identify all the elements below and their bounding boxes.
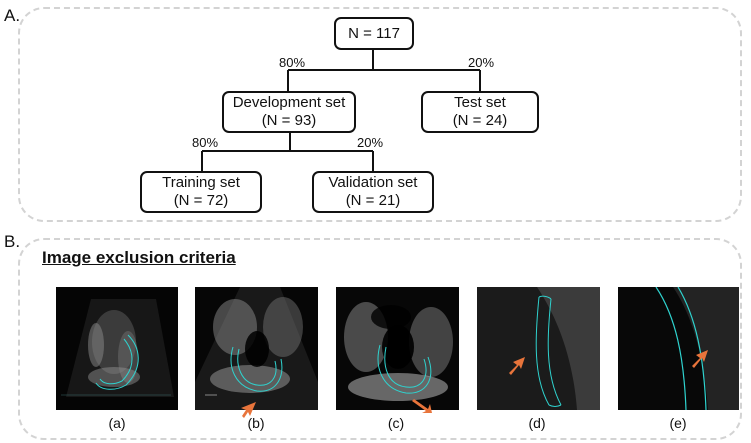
development-set-node: Development set (N = 93) [222,91,356,133]
echo-image-a-svg [56,287,178,410]
echo-image-b-svg [195,287,318,410]
arrow-icon-b [238,400,260,423]
pct-validation: 20% [357,135,384,150]
caption-a: (a) [108,415,126,431]
pct-test: 20% [468,55,495,70]
root-node-label: N = 117 [348,24,400,42]
test-set-title: Test set [454,94,506,111]
echo-image-d-svg [477,287,600,410]
validation-set-title: Validation set [328,174,418,191]
training-set-node: Training set (N = 72) [140,171,262,213]
arrow-icon-d [507,355,529,380]
echo-image-c [336,287,459,410]
caption-b: (b) [247,415,265,431]
panel-b-frame [18,238,742,440]
echo-image-d [477,287,600,410]
pct-training: 80% [192,135,219,150]
root-node: N = 117 [334,17,414,50]
echo-image-a [56,287,178,410]
development-set-title: Development set [232,94,346,111]
caption-e: (e) [669,415,687,431]
caption-d: (d) [528,415,546,431]
training-set-title: Training set [162,174,240,191]
arrow-icon-c [412,395,434,420]
panel-b-label: B. [4,232,21,251]
caption-c: (c) [387,415,405,431]
validation-set-count: (N = 21) [345,192,401,209]
echo-image-e [618,287,739,410]
validation-set-node: Validation set (N = 21) [312,171,434,213]
arrow-icon-d-svg [509,357,525,375]
echo-image-b [195,287,318,410]
panel-a-frame [18,7,742,222]
arrow-icon-c-svg [412,399,432,413]
development-set-count: (N = 93) [261,112,317,129]
echo-image-c-svg [336,287,459,410]
training-set-count: (N = 72) [173,192,229,209]
panel-a-label: A. [4,6,21,25]
arrow-icon-b-svg [241,402,256,418]
pct-development: 80% [279,55,306,70]
echo-image-e-svg [618,287,739,410]
exclusion-criteria-heading: Image exclusion criteria [42,248,236,267]
arrow-icon-e [690,348,712,373]
test-set-count: (N = 24) [452,112,508,129]
arrow-icon-e-svg [692,350,708,368]
test-set-node: Test set (N = 24) [421,91,539,133]
